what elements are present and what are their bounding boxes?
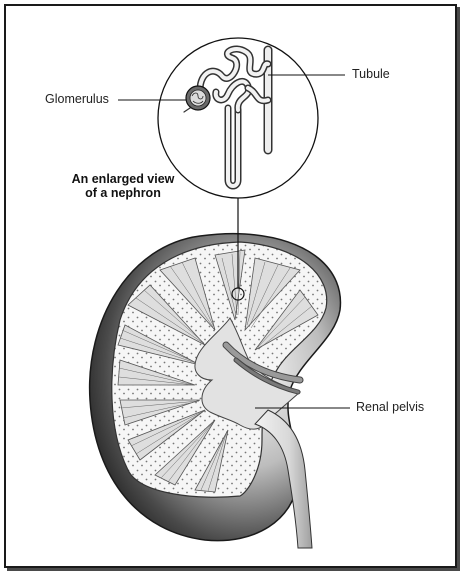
glomerulus	[186, 86, 210, 110]
nephron-caption: An enlarged view of a nephron	[38, 172, 208, 200]
tubule-label: Tubule	[352, 67, 390, 81]
renal-pelvis-label: Renal pelvis	[356, 400, 424, 414]
caption-line-1: An enlarged view	[38, 172, 208, 186]
caption-line-2: of a nephron	[38, 186, 208, 200]
glomerulus-label: Glomerulus	[45, 92, 109, 106]
